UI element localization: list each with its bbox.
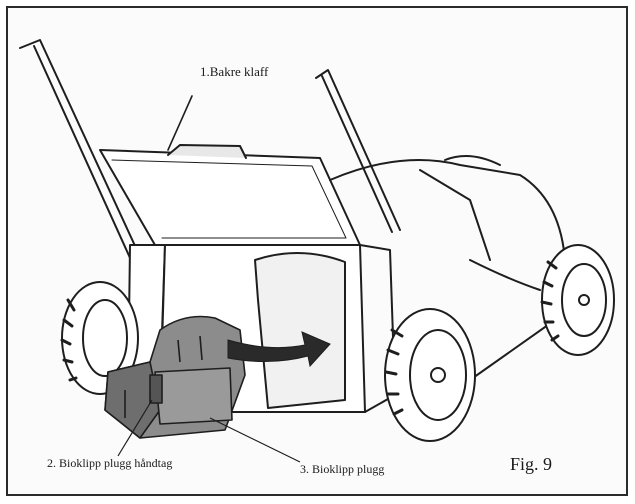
grass-chute-opening <box>254 252 346 409</box>
wheel-rear-left <box>60 281 139 395</box>
wheel-rear-right <box>384 308 476 442</box>
rear-flap <box>99 95 361 246</box>
leader-line-plug <box>209 417 301 463</box>
label-plug: 3. Bioklipp plugg <box>300 462 385 476</box>
label-rear-flap: 1.Bakre klaff <box>200 64 269 79</box>
leader-line-handle <box>117 399 153 457</box>
handlebar-right <box>315 69 401 233</box>
wheel-front-right <box>540 244 615 356</box>
bioclip-plug <box>104 315 246 439</box>
figure-number: Fig. 9 <box>510 454 553 474</box>
label-plug-handle: 2. Bioklipp plugg håndtag <box>47 456 173 470</box>
insert-direction-arrow <box>227 331 331 368</box>
